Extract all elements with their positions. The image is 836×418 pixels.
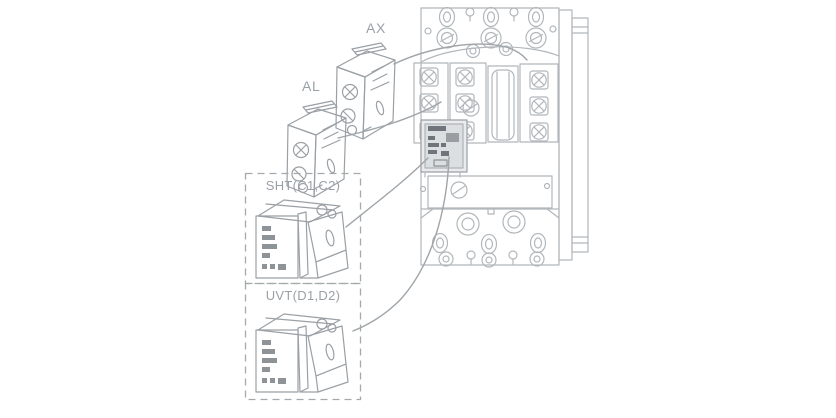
leader-line-ax — [394, 44, 527, 64]
leader-line-sht — [346, 158, 428, 227]
uvt-label: UVT(D1,D2) — [265, 288, 341, 303]
al-label: AL — [302, 78, 321, 94]
breaker-front-view — [414, 6, 588, 268]
leader-line-al — [338, 102, 441, 138]
trip-unit — [421, 120, 467, 177]
sht-label: SHT(C1,C2) — [265, 178, 341, 193]
ax-label: AX — [366, 20, 386, 36]
leader-line-uvt — [353, 157, 449, 331]
breaker-top-terminals — [425, 6, 556, 59]
sht-module-label-marks — [262, 226, 286, 270]
uvt-option-box — [246, 284, 361, 400]
breaker-side-rail — [559, 10, 588, 260]
trip-unit-label-marks — [428, 126, 449, 156]
breaker-lower-panel — [421, 176, 553, 214]
sht-module-drawing — [256, 200, 348, 278]
breaker-bottom-terminals — [431, 210, 547, 268]
breaker-pole-blocks — [414, 63, 558, 143]
sht-option-box — [246, 174, 361, 284]
uvt-module-drawing — [255, 313, 349, 393]
